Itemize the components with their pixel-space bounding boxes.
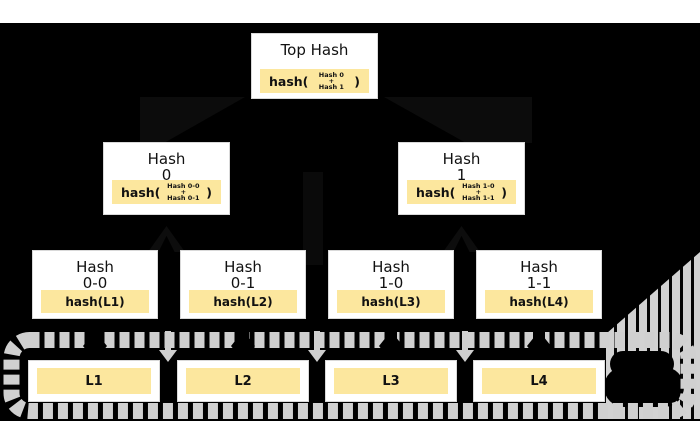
arg-plus: + xyxy=(475,188,482,196)
data-block-l4-label: L4 xyxy=(482,368,596,394)
fn-close: ) xyxy=(501,184,507,200)
hash-1-title: Hash 1 xyxy=(399,151,524,183)
hash-0-0-node: Hash 0-0 hash(L1) xyxy=(32,250,158,319)
hash-0-chip: hash( Hash 0-0 + Hash 0-1 ) xyxy=(112,180,221,204)
title-line2: 1-1 xyxy=(526,274,552,292)
hash-1-1-node: Hash 1-1 hash(L4) xyxy=(476,250,602,319)
data-block-l2: L2 xyxy=(177,360,309,402)
arg-top: Hash 0 xyxy=(318,71,344,79)
data-block-l3-label: L3 xyxy=(334,368,448,394)
title-line2: 0-0 xyxy=(82,274,108,292)
data-blocks-label-blob-bottom xyxy=(604,367,684,407)
title-line2: 1 xyxy=(456,166,467,184)
fn-open: hash( xyxy=(416,184,456,200)
top-hash-title: Top Hash xyxy=(280,41,349,59)
fn-close: ) xyxy=(206,184,212,200)
top-hash-chip: hash( Hash 0 + Hash 1 ) xyxy=(260,69,369,93)
hash-0-0-chip: hash(L1) xyxy=(41,290,149,313)
center-connector-bar xyxy=(303,172,323,265)
title-line2: 1-0 xyxy=(378,274,404,292)
arg-plus: + xyxy=(328,77,335,85)
gap-bar-1 xyxy=(161,310,175,332)
gray-down-arrows xyxy=(159,331,474,362)
hash-0-title: Hash 0 xyxy=(104,151,229,183)
data-block-l4: L4 xyxy=(473,360,605,402)
title-line1: Hash xyxy=(442,150,481,168)
arrow-l2-to-hash-0-1 xyxy=(231,316,255,366)
gray-down-arrow-1 xyxy=(159,331,177,362)
top-hash-node: Top Hash hash( Hash 0 + Hash 1 ) xyxy=(251,33,378,99)
hash-1-1-chip: hash(L4) xyxy=(485,290,593,313)
arg-bottom: Hash 1 xyxy=(318,83,344,91)
hash-0-0-title: Hash 0-0 xyxy=(33,259,157,291)
title-line1: Hash xyxy=(224,258,262,276)
hash-0-1-title: Hash 0-1 xyxy=(181,259,305,291)
hash-1-0-node: Hash 1-0 hash(L3) xyxy=(328,250,454,319)
title-line2: 0-1 xyxy=(230,274,256,292)
arrow-l1-to-hash-0-0 xyxy=(83,316,107,366)
fn-args: Hash 0 + Hash 1 xyxy=(318,71,344,91)
hash-1-0-title: Hash 1-0 xyxy=(329,259,453,291)
gap-bar-3 xyxy=(458,310,472,332)
hash-1-1-title: Hash 1-1 xyxy=(477,259,601,291)
hash-1-node: Hash 1 hash( Hash 1-0 + Hash 1-1 ) xyxy=(398,142,525,215)
data-block-l3: L3 xyxy=(325,360,457,402)
arrow-l3-to-hash-1-0 xyxy=(379,316,403,366)
hash-1-0-chip: hash(L3) xyxy=(337,290,445,313)
title-line1: Hash xyxy=(520,258,558,276)
data-block-l1-label: L1 xyxy=(37,368,151,394)
hash-0-1-chip: hash(L2) xyxy=(189,290,297,313)
arg-plus: + xyxy=(180,188,187,196)
title-line2: 0 xyxy=(161,166,172,184)
arg-bottom: Hash 1-1 xyxy=(462,194,495,202)
gray-down-arrow-2 xyxy=(308,331,326,362)
data-block-l1: L1 xyxy=(28,360,160,402)
gray-down-arrow-3 xyxy=(456,331,474,362)
data-block-l2-label: L2 xyxy=(186,368,300,394)
fn-args: Hash 0-0 + Hash 0-1 xyxy=(167,182,200,202)
block-to-hash-arrows xyxy=(83,316,551,366)
hash-0-1-node: Hash 0-1 hash(L2) xyxy=(180,250,306,319)
arg-top: Hash 1-0 xyxy=(462,182,495,190)
arrow-l4-to-hash-1-1 xyxy=(527,316,551,366)
arg-bottom: Hash 0-1 xyxy=(167,194,200,202)
gap-bar-2 xyxy=(310,310,324,332)
title-line1: Hash xyxy=(372,258,410,276)
fn-close: ) xyxy=(354,73,360,89)
title-line1: Hash xyxy=(76,258,114,276)
fn-open: hash( xyxy=(121,184,161,200)
arg-top: Hash 0-0 xyxy=(167,182,200,190)
title-line1: Hash xyxy=(147,150,186,168)
hash-1-chip: hash( Hash 1-0 + Hash 1-1 ) xyxy=(407,180,516,204)
hash-0-node: Hash 0 hash( Hash 0-0 + Hash 0-1 ) xyxy=(103,142,230,215)
data-blocks-dashed-outline xyxy=(3,332,697,419)
fn-open: hash( xyxy=(269,73,309,89)
fn-args: Hash 1-0 + Hash 1-1 xyxy=(462,182,495,202)
